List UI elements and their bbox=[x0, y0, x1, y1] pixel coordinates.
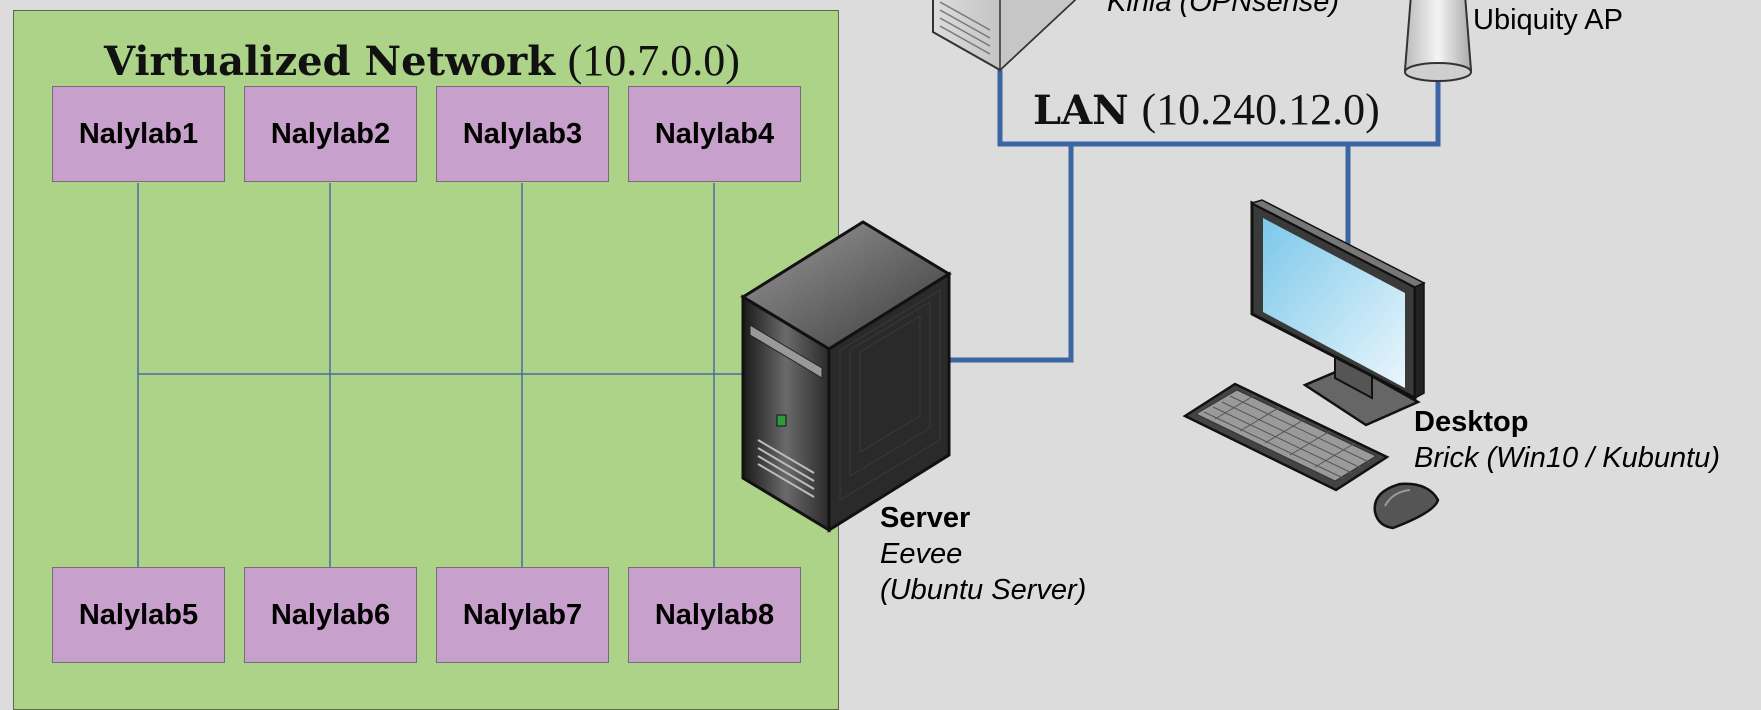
vnet-title-text: Virtualized Network bbox=[104, 38, 555, 85]
server-name: Server bbox=[880, 502, 971, 534]
lan-title: LAN bbox=[1033, 87, 1129, 134]
access-point-name: Ubiquity AP bbox=[1473, 4, 1623, 36]
lan-label: LAN (10.240.12.0) bbox=[1033, 84, 1380, 135]
lan-address: (10.240.12.0) bbox=[1141, 85, 1380, 134]
nalylab6-node: Nalylab6 bbox=[244, 567, 417, 663]
keyboard-icon bbox=[1182, 382, 1390, 492]
vnet-address: (10.7.0.0) bbox=[567, 36, 740, 85]
access-point-caption: Ubiquity AP bbox=[1473, 2, 1623, 38]
nalylab2-node: Nalylab2 bbox=[244, 86, 417, 182]
nalylab5-node: Nalylab5 bbox=[52, 567, 225, 663]
virtual-links bbox=[137, 183, 745, 567]
desktop-name: Desktop bbox=[1414, 406, 1529, 438]
server-tower-icon bbox=[740, 220, 952, 533]
router-icon bbox=[932, 0, 1076, 72]
lan-bus bbox=[997, 70, 1441, 147]
lan-links bbox=[946, 70, 1441, 363]
desktop-caption: Desktop Brick (Win10 / Kubuntu) bbox=[1414, 404, 1720, 476]
desktop-monitor-icon bbox=[1250, 199, 1426, 427]
server-host: Eevee bbox=[880, 538, 963, 570]
mouse-icon bbox=[1373, 482, 1440, 530]
desktop-host: Brick (Win10 / Kubuntu) bbox=[1414, 442, 1720, 474]
nalylab7-node: Nalylab7 bbox=[436, 567, 609, 663]
server-os: (Ubuntu Server) bbox=[880, 574, 1087, 606]
lan-link-server bbox=[946, 144, 1074, 363]
nalylab3-node: Nalylab3 bbox=[436, 86, 609, 182]
nalylab8-node: Nalylab8 bbox=[628, 567, 801, 663]
server-caption: Server Eevee (Ubuntu Server) bbox=[880, 500, 1086, 608]
nalylab1-node: Nalylab1 bbox=[52, 86, 225, 182]
router-caption: Kinia (OPNsense) bbox=[1107, 0, 1339, 20]
nalylab4-node: Nalylab4 bbox=[628, 86, 801, 182]
access-point-icon bbox=[1403, 0, 1473, 82]
router-host: Kinia (OPNsense) bbox=[1107, 0, 1340, 18]
virtualized-network-title: Virtualized Network (10.7.0.0) bbox=[104, 35, 740, 86]
